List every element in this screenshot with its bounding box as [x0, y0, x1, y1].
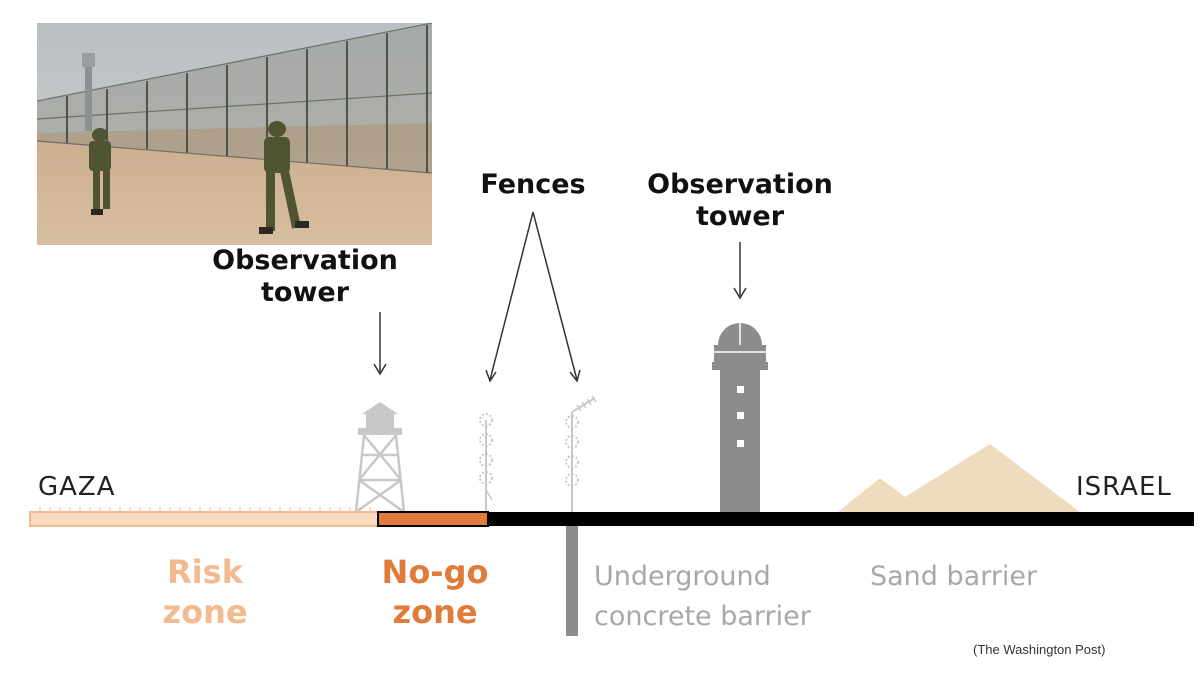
risk-zone-label: Risk zone [135, 552, 275, 632]
observation-tower-large-label: Observation tower [635, 169, 845, 233]
label-line: Observation [647, 169, 833, 200]
israel-ground-bar [488, 512, 1194, 526]
fence-2-shape [565, 395, 597, 512]
sand-barrier-label: Sand barrier [870, 561, 1038, 592]
sand-barrier-shape [838, 444, 1080, 512]
label-line: tower [260, 277, 350, 308]
no-go-zone-label: No-go zone [365, 552, 505, 632]
label-line: Risk [167, 553, 243, 591]
label-line: Underground [594, 561, 771, 592]
source-credit: (The Washington Post) [973, 642, 1106, 657]
arrow-to-fence-2 [532, 211, 578, 381]
label-line: tower [695, 201, 785, 232]
underground-barrier-shape [566, 526, 578, 636]
fence-photo [37, 23, 432, 245]
observation-tower-small-shape [354, 402, 406, 514]
label-line: zone [162, 593, 248, 631]
israel-label: ISRAEL [1076, 472, 1172, 502]
fence-1-shape [479, 413, 493, 512]
label-line: concrete barrier [594, 601, 811, 632]
observation-tower-small-label: Observation tower [200, 245, 410, 309]
no-go-zone-bar [377, 511, 489, 527]
risk-zone-bar [29, 511, 379, 527]
gaza-label: GAZA [38, 472, 116, 502]
fences-label: Fences [480, 169, 586, 200]
arrow-to-fence-1 [489, 211, 534, 381]
label-line: zone [392, 593, 478, 631]
label-line: No-go [381, 553, 489, 591]
underground-barrier-label: Underground concrete barrier [594, 557, 811, 637]
label-line: Observation [212, 245, 398, 276]
